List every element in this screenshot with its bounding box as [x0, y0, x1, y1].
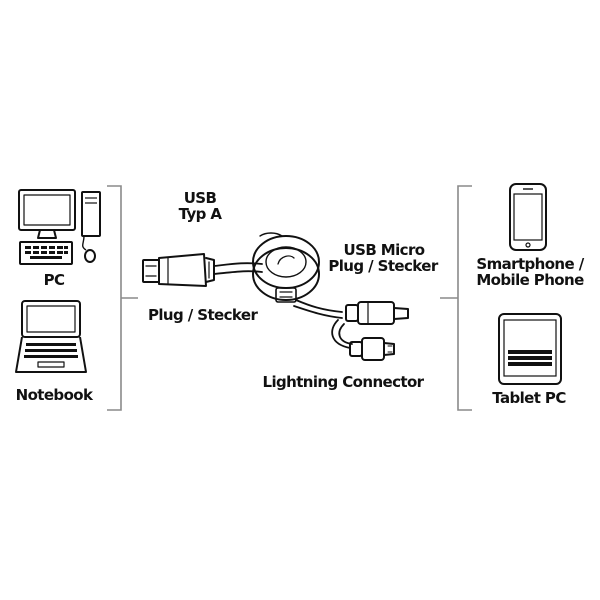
left-bracket — [107, 185, 122, 411]
label-lightning-connector: Lightning Connector — [262, 373, 425, 391]
label-usb-micro-line2: Plug / Stecker — [328, 257, 438, 275]
label-smartphone-line1: Smartphone / — [476, 255, 584, 273]
lightning-plug-icon — [349, 337, 395, 361]
label-tablet-pc: Tablet PC — [492, 389, 566, 407]
label-pc: PC — [43, 271, 65, 289]
usb-a-plug-icon — [142, 253, 215, 287]
tablet-icon — [498, 313, 562, 385]
label-usb-type-a-line1: USB — [183, 189, 217, 207]
cable-reel-icon — [252, 232, 320, 303]
smartphone-icon — [509, 183, 547, 251]
label-smartphone-line2: Mobile Phone — [476, 271, 584, 289]
micro-usb-plug-icon — [345, 301, 409, 325]
label-notebook: Notebook — [15, 386, 93, 404]
retractable-usb-cable-icon — [142, 232, 409, 361]
desktop-pc-icon — [18, 189, 101, 265]
laptop-icon — [15, 300, 87, 373]
right-bracket — [457, 185, 472, 411]
label-plug-stecker-left: Plug / Stecker — [148, 306, 258, 324]
label-usb-type-a-line2: Typ A — [178, 205, 222, 223]
label-usb-micro-line1: USB Micro — [343, 241, 426, 259]
